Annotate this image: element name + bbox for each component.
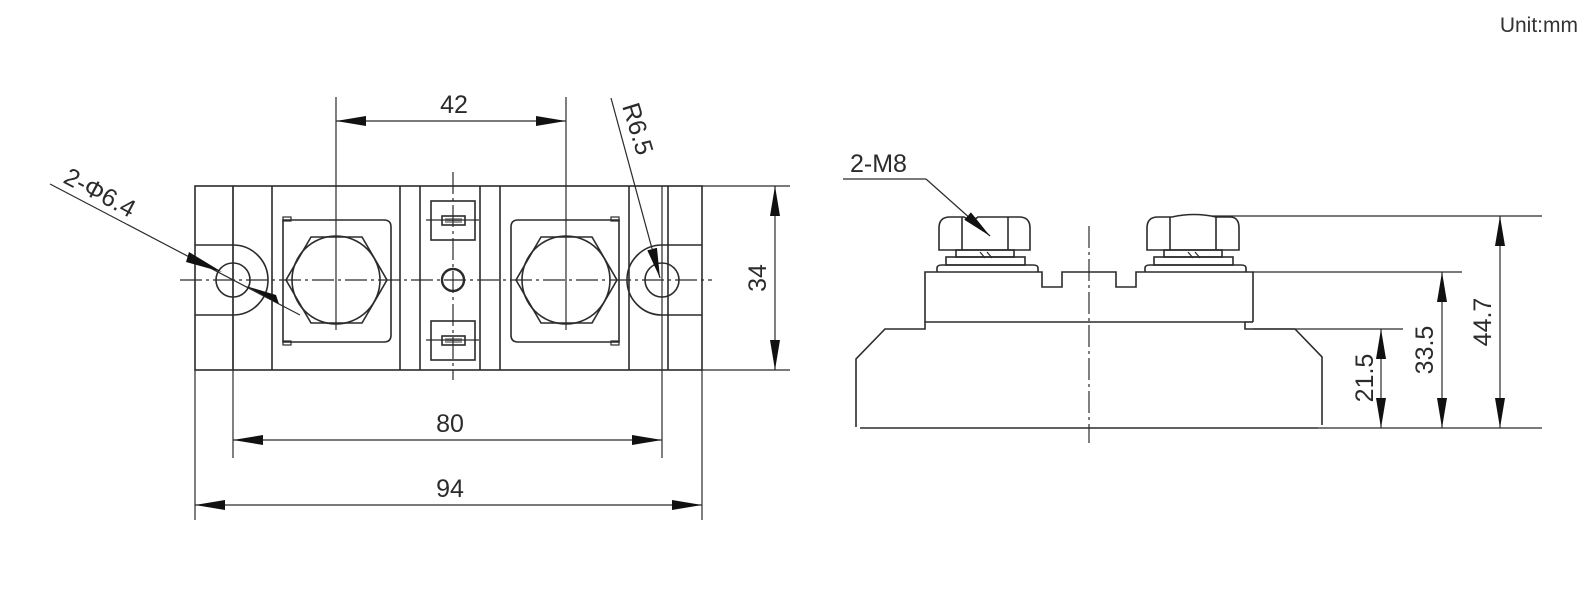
side-view: 21.5 33.5 44.7 2-M8 (843, 150, 1542, 443)
svg-text:21.5: 21.5 (1351, 354, 1379, 403)
dimension-34: 34 (702, 185, 790, 371)
svg-text:42: 42 (440, 91, 468, 119)
svg-text:2-Φ6.4: 2-Φ6.4 (59, 163, 140, 224)
top-view-outline (194, 185, 703, 371)
svg-text:R6.5: R6.5 (616, 100, 658, 159)
svg-text:33.5: 33.5 (1411, 326, 1439, 375)
svg-text:2-M8: 2-M8 (850, 150, 907, 178)
dimension-44-7: 44.7 (1469, 216, 1505, 428)
dimension-94: 94 (195, 475, 702, 510)
left-m8-nut (936, 216, 1039, 272)
svg-text:44.7: 44.7 (1469, 298, 1497, 347)
top-view: 42 80 94 34 2-Φ6.4 R6.5 (49, 91, 790, 520)
svg-text:94: 94 (436, 475, 464, 503)
svg-text:80: 80 (436, 410, 464, 438)
svg-text:34: 34 (744, 264, 772, 292)
dimension-21-5: 21.5 (1351, 329, 1386, 428)
screw-note: 2-M8 (843, 150, 991, 237)
unit-label: Unit:mm (1499, 14, 1578, 37)
left-terminal (282, 216, 392, 346)
right-m8-nut (1144, 213, 1247, 272)
dimension-42: 42 (336, 91, 566, 126)
right-terminal (510, 216, 620, 346)
dimension-33-5: 33.5 (1411, 272, 1447, 428)
dimension-80: 80 (233, 410, 662, 445)
